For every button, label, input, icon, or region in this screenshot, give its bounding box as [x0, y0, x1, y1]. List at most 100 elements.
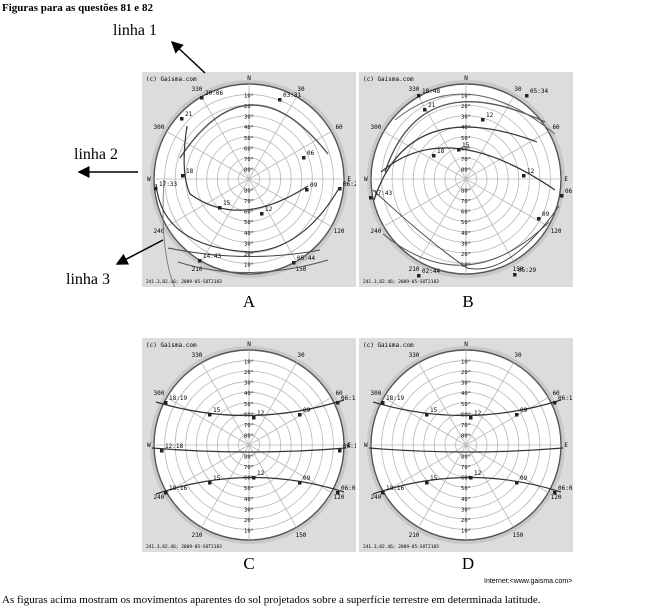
- sun-marker: [537, 217, 541, 221]
- altitude-label: 20°: [461, 518, 471, 524]
- sun-path-label: 12: [474, 410, 482, 417]
- sun-path-label: 18:16: [169, 485, 187, 492]
- sun-path-arc: [382, 221, 550, 266]
- sun-path-diagram-a: 10°10°20°20°30°30°40°40°50°50°60°60°70°7…: [142, 72, 356, 287]
- azimuth-label: 60: [335, 390, 343, 397]
- altitude-label: 50°: [461, 220, 471, 226]
- sun-marker: [302, 156, 306, 160]
- azimuth-label: 150: [513, 266, 524, 273]
- altitude-label: 70°: [244, 423, 254, 429]
- azimuth-line: [465, 444, 514, 528]
- sun-marker: [457, 148, 461, 152]
- azimuth-label: 300: [154, 390, 165, 397]
- azimuth-label: 60: [552, 124, 560, 131]
- altitude-label: 20°: [461, 104, 471, 110]
- azimuth-line: [248, 397, 332, 446]
- sun-path-label: 09: [303, 475, 311, 482]
- sun-path-label: 15: [223, 200, 231, 207]
- east-label: E: [347, 176, 351, 183]
- sun-path-label: 12:18: [165, 443, 183, 450]
- azimuth-label: 120: [551, 494, 562, 501]
- sun-path-diagram-b: 10°10°20°20°30°30°40°40°50°50°60°60°70°7…: [359, 72, 573, 287]
- azimuth-line: [383, 178, 467, 227]
- line-label-3: linha 3: [66, 271, 110, 288]
- sun-marker: [305, 188, 309, 192]
- sun-path-label: 05:29: [518, 267, 536, 274]
- azimuth-label: 30: [297, 86, 305, 93]
- sun-path-arc: [177, 259, 329, 274]
- altitude-label: 20°: [244, 370, 254, 376]
- north-label: N: [464, 75, 468, 82]
- sun-path-arc: [155, 399, 345, 417]
- sun-path-arc: [372, 189, 560, 270]
- altitude-label: 60°: [244, 210, 254, 216]
- watermark-text: (c) Gaisma.com: [146, 342, 197, 349]
- altitude-label: 60°: [244, 476, 254, 482]
- azimuth-line: [166, 131, 250, 180]
- altitude-label: 40°: [461, 497, 471, 503]
- sun-path-arc: [155, 476, 345, 495]
- sun-path-diagram-d: 10°10°20°20°30°30°40°40°50°50°60°60°70°7…: [359, 338, 573, 552]
- altitude-label: 50°: [244, 402, 254, 408]
- sun-path-label: 05:44: [297, 255, 315, 262]
- sun-marker: [154, 187, 158, 191]
- sun-path-label: 06: [307, 150, 315, 157]
- sun-marker: [381, 491, 385, 495]
- sun-path-label: 18: [437, 148, 445, 155]
- azimuth-line: [418, 178, 467, 262]
- azimuth-label: 60: [552, 390, 560, 397]
- altitude-label: 70°: [244, 157, 254, 163]
- sun-path-label: 09: [542, 211, 550, 218]
- sun-path-label: 15: [430, 407, 438, 414]
- sun-path-label: 09: [520, 475, 528, 482]
- altitude-label: 40°: [461, 391, 471, 397]
- altitude-label: 70°: [244, 465, 254, 471]
- sun-marker: [218, 206, 222, 210]
- azimuth-label: 240: [154, 494, 165, 501]
- azimuth-label: 300: [371, 124, 382, 131]
- altitude-label: 70°: [461, 423, 471, 429]
- arrow-line-1: [170, 40, 206, 74]
- sun-path-arc: [151, 447, 347, 453]
- altitude-label: 80°: [461, 433, 471, 439]
- altitude-label: 40°: [244, 231, 254, 237]
- azimuth-line: [465, 96, 514, 180]
- azimuth-label: 240: [154, 228, 165, 235]
- sun-marker: [208, 481, 212, 485]
- footer-text: 241.3,82.46; 2009-05-SOT2183: [363, 544, 439, 550]
- sun-marker: [181, 174, 185, 178]
- sun-path-label: 18:19: [169, 395, 187, 402]
- altitude-label: 20°: [461, 370, 471, 376]
- azimuth-label: 210: [192, 266, 203, 273]
- sun-marker: [432, 154, 436, 158]
- sun-path-arc: [372, 476, 562, 495]
- altitude-label: 30°: [244, 115, 254, 121]
- altitude-label: 50°: [461, 486, 471, 492]
- azimuth-line: [201, 96, 250, 180]
- sun-path-arc: [394, 93, 556, 135]
- sun-path-label: 06:13: [341, 395, 356, 402]
- altitude-label: 10°: [244, 528, 254, 534]
- sun-path-label: 12: [257, 470, 265, 477]
- sun-path-label: 12: [257, 410, 265, 417]
- azimuth-label: 30: [514, 352, 522, 359]
- sun-marker: [553, 491, 557, 495]
- azimuth-line: [248, 96, 297, 180]
- azimuth-label: 120: [334, 228, 345, 235]
- footer-text: 241.3,82.46; 2009-05-SOT2183: [363, 279, 439, 285]
- altitude-label: 50°: [244, 220, 254, 226]
- sun-path-label: 06:08: [558, 485, 573, 492]
- altitude-label: 30°: [461, 115, 471, 121]
- azimuth-line: [383, 131, 467, 180]
- azimuth-label: 330: [192, 352, 203, 359]
- sun-path-label: 09: [310, 182, 318, 189]
- altitude-label: 80°: [244, 455, 254, 461]
- sun-path-label: 15: [213, 475, 221, 482]
- altitude-label: 70°: [461, 199, 471, 205]
- sun-path-label: 17:33: [159, 181, 177, 188]
- altitude-label: 50°: [244, 136, 254, 142]
- altitude-label: 30°: [461, 507, 471, 513]
- sun-marker: [338, 449, 342, 453]
- sun-path-arc: [368, 447, 564, 453]
- sun-marker: [553, 401, 557, 405]
